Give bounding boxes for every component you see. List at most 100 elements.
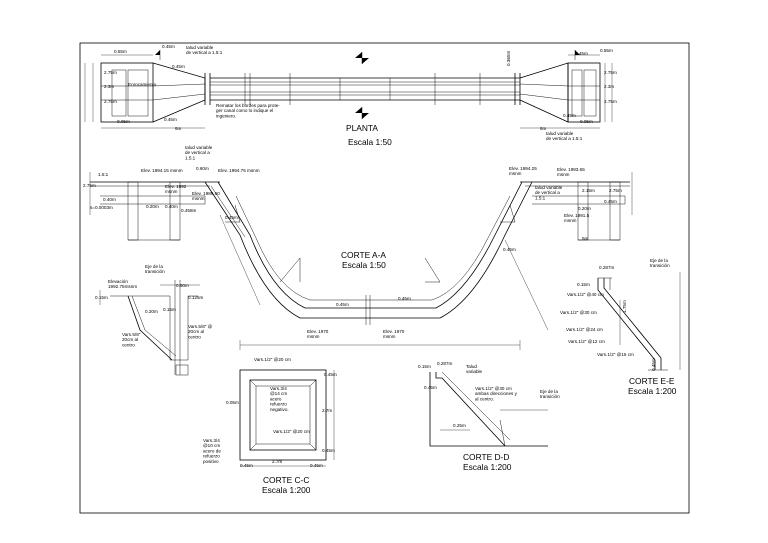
- plan-enrocamiento: Enrocamiento: [128, 82, 157, 87]
- aa-dim-045c: 0.45m: [336, 302, 349, 307]
- cc-var-top: Vars.1/2" @20 cm: [254, 357, 291, 362]
- ee-var-1: Vars.1/2" @40 cm: [567, 292, 604, 297]
- aa-dim-045d: 0.45m: [398, 296, 411, 301]
- dd-dim-0287: 0.287m: [437, 361, 452, 366]
- cc-dim-27: 2.7m: [322, 408, 332, 413]
- aa-title: CORTE A-A: [341, 250, 386, 260]
- plan-dim-right-23: 2.3m: [604, 84, 614, 89]
- plan-dim-left-005: 0.05m: [117, 119, 130, 124]
- plan-dim-right-005: 0.05m: [580, 119, 593, 124]
- aa-dim-215: 2.15m: [582, 188, 595, 193]
- aa-dim-275: 2.75m: [83, 183, 96, 188]
- plan-dim-left-045: 0.45m: [162, 44, 175, 49]
- aa-dim-045r: 0.45m: [604, 199, 617, 204]
- ee-var-3: Vars.1/2" @24 cm: [566, 327, 603, 332]
- section-a-a: 1.5:1 Elev. 1994.15 msnm Elev. 1994.75 m…: [83, 145, 633, 350]
- plan-dim-left-055: 0.55m: [114, 49, 127, 54]
- plan-dim-left-045c: 0.45m: [164, 117, 177, 122]
- cc-title: CORTE C-C: [263, 475, 309, 485]
- aa-elev-left-2: Elev. 1994.75 msnm: [218, 168, 260, 173]
- plan-dim-left-045b: 0.45m: [172, 64, 185, 69]
- dd-scale: Escala 1:200: [463, 462, 512, 472]
- aa-dim-045a: 0.45m: [225, 215, 238, 220]
- ee-dim-015: 0.15m: [577, 282, 590, 287]
- dd-dim-025: 0.25m: [453, 423, 466, 428]
- plan-dim-right-055: 0.55m: [600, 48, 613, 53]
- cc-dim-27b: 2.7m: [272, 459, 282, 464]
- dd-title: CORTE D-D: [463, 452, 509, 462]
- bb-dim-015: 0.15m: [95, 295, 108, 300]
- ee-var-5: Vars.1/2" @15 cm: [597, 352, 634, 357]
- bb-dim-020: 0.20m: [145, 309, 158, 314]
- plan-dim-right-275: 2.75m: [604, 70, 617, 75]
- plan-left-box: [100, 62, 154, 123]
- plan-dim-left-275: 2.75m: [104, 70, 117, 75]
- aa-scale: Escala 1:50: [342, 260, 386, 270]
- plan-dim-right-0365: 0.365m: [506, 51, 511, 66]
- aa-dim-045b: 0.45m: [503, 247, 516, 252]
- aa-dim-060: 0.60m: [196, 166, 209, 171]
- plan-note-remate: Rematar los bordes para prote-ger canal …: [216, 103, 280, 118]
- plan-dim-left-23: 2.3m: [104, 84, 114, 89]
- plan-dim-left-6: 6m: [175, 126, 182, 131]
- dd-dim-015: 0.15m: [418, 364, 431, 369]
- cc-dim-045b: 0.45m: [322, 448, 335, 453]
- ee-var-2: Vars.1/2" @30 cm: [560, 310, 597, 315]
- plan-right-box: [567, 62, 601, 123]
- ee-scale: Escala 1:200: [628, 386, 677, 396]
- aa-dim-040a: 0.40m: [103, 197, 116, 202]
- cc-dim-045r: 0.45m: [310, 463, 323, 468]
- plan-view: 0.55m 0.45m 0.45m 2.75m 2.3m 2.75m 0.05m…: [84, 44, 617, 147]
- cc-scale: Escala 1:200: [262, 485, 311, 495]
- cc-var-bottom: Vars.1/2" @20 cm: [273, 429, 310, 434]
- cc-dim-045l: 0.45m: [240, 463, 253, 468]
- bb-dim-015b: 0.15m: [163, 307, 176, 312]
- aa-dim-020: 0.20m: [146, 204, 159, 209]
- aa-dim-0458: 0.458m: [181, 208, 196, 213]
- aa-dim-275r: 2.75m: [609, 188, 622, 193]
- aa-dim-040b: 0.40m: [165, 204, 178, 209]
- bb-dim-0125: 0.125m: [188, 295, 203, 300]
- aa-elev-left-1: Elev. 1994.15 msnm: [141, 168, 183, 173]
- bb-dim-050: 0.50m: [176, 283, 189, 288]
- plan-scale: Escala 1:50: [348, 137, 392, 147]
- dd-dim-045: 0.45m: [424, 385, 437, 390]
- sheet-border: [79, 42, 690, 514]
- ee-dim-175: 1.75m: [622, 300, 627, 313]
- aa-slope-left: 1.5:1: [98, 172, 109, 177]
- plan-dim-right-045b: 0.45m: [563, 113, 576, 118]
- cc-dim-005: 0.05m: [226, 400, 239, 405]
- plan-dim-right-275b: 2.75m: [604, 99, 617, 104]
- cc-dim-045t: 0.45m: [324, 372, 337, 377]
- aa-slope-pct: s=0.0003m: [90, 205, 113, 210]
- ee-dim-045: 0.45m: [651, 358, 656, 371]
- section-marker-a-top: [355, 52, 369, 64]
- plan-dim-right-045: 0.45m: [575, 51, 588, 56]
- ee-dim-0287: 0.287m: [599, 265, 614, 270]
- ee-var-4: Vars.1/2" @12 cm: [568, 339, 605, 344]
- cc-inner: [249, 379, 317, 451]
